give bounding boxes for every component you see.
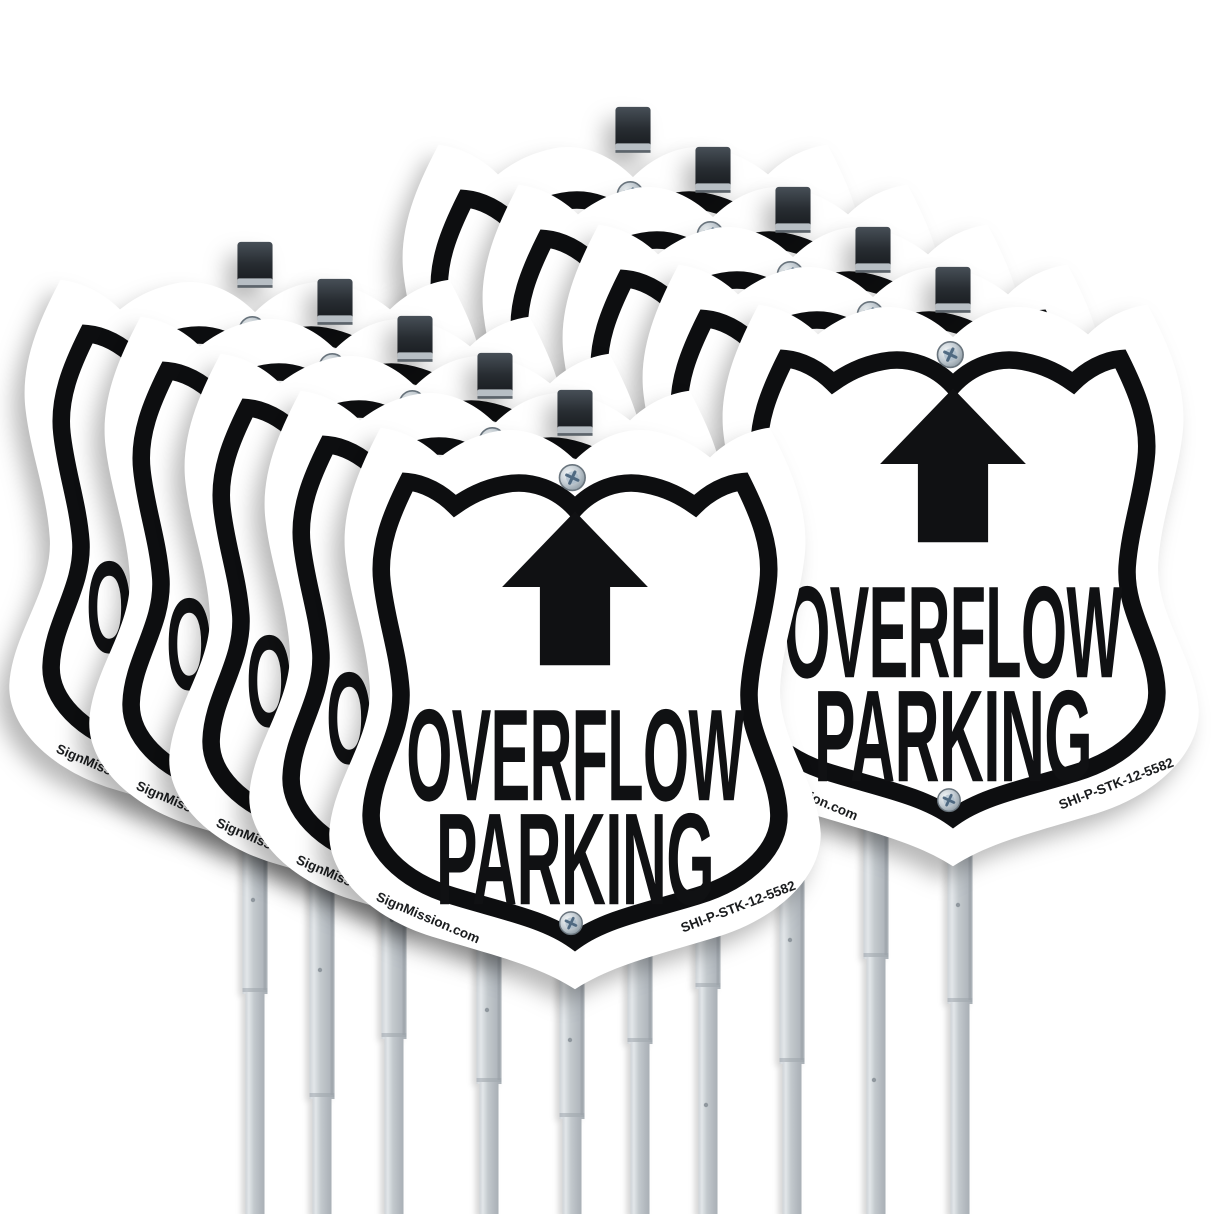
shield-face: [329, 427, 821, 990]
screw-top-icon: [936, 341, 964, 369]
sign-text-line1: OVERFLOW: [406, 681, 744, 828]
screw-bottom-icon: [558, 911, 583, 936]
mounting-stake: [309, 848, 335, 1214]
mounting-stake: [381, 885, 407, 1214]
parking-sign: OVERFLOW PARKING SignMission.com SHI-P-S…: [329, 389, 821, 990]
mounting-clip-icon: [615, 106, 651, 153]
shield-border: [362, 472, 788, 952]
up-arrow-icon: [502, 511, 648, 666]
mounting-clip-icon: [477, 352, 513, 399]
stake-hole-icon: [250, 897, 256, 903]
mounting-clip-icon: [695, 146, 731, 193]
mounting-clip-icon: [557, 389, 593, 436]
mounting-stake: [863, 796, 889, 1214]
stake-hole-icon: [787, 937, 793, 943]
mounting-stake: [242, 811, 268, 1214]
mounting-stake: [947, 836, 973, 1214]
mounting-clip-icon: [935, 266, 971, 313]
stakes-layer: [242, 676, 973, 1214]
mounting-stake: [476, 922, 502, 1214]
signs-layer: OVERFLOW PARKING SignMission.com SHI-P-S…: [9, 106, 1199, 990]
screw-bottom-icon: [936, 788, 961, 813]
stake-hole-icon: [567, 1037, 573, 1043]
mounting-clip-icon: [855, 226, 891, 273]
shield-border: [740, 349, 1166, 829]
mounting-clip-icon: [237, 241, 273, 288]
stake-hole-icon: [484, 1007, 490, 1013]
mounting-clip-icon: [317, 278, 353, 325]
mounting-clip-icon: [397, 315, 433, 362]
stake-hole-icon: [703, 1102, 709, 1108]
sign-text-line2: PARKING: [814, 662, 1092, 809]
stake-hole-icon: [871, 1077, 877, 1083]
sign-text-line1: OVERFLOW: [784, 558, 1122, 705]
mounting-clip-icon: [775, 186, 811, 233]
up-arrow-icon: [880, 388, 1026, 543]
shield-face: [707, 304, 1199, 867]
stake-hole-icon: [317, 967, 323, 973]
sign-text-line2: PARKING: [436, 785, 714, 932]
screw-top-icon: [558, 464, 586, 492]
stake-hole-icon: [955, 902, 961, 908]
mounting-stake: [559, 959, 585, 1214]
